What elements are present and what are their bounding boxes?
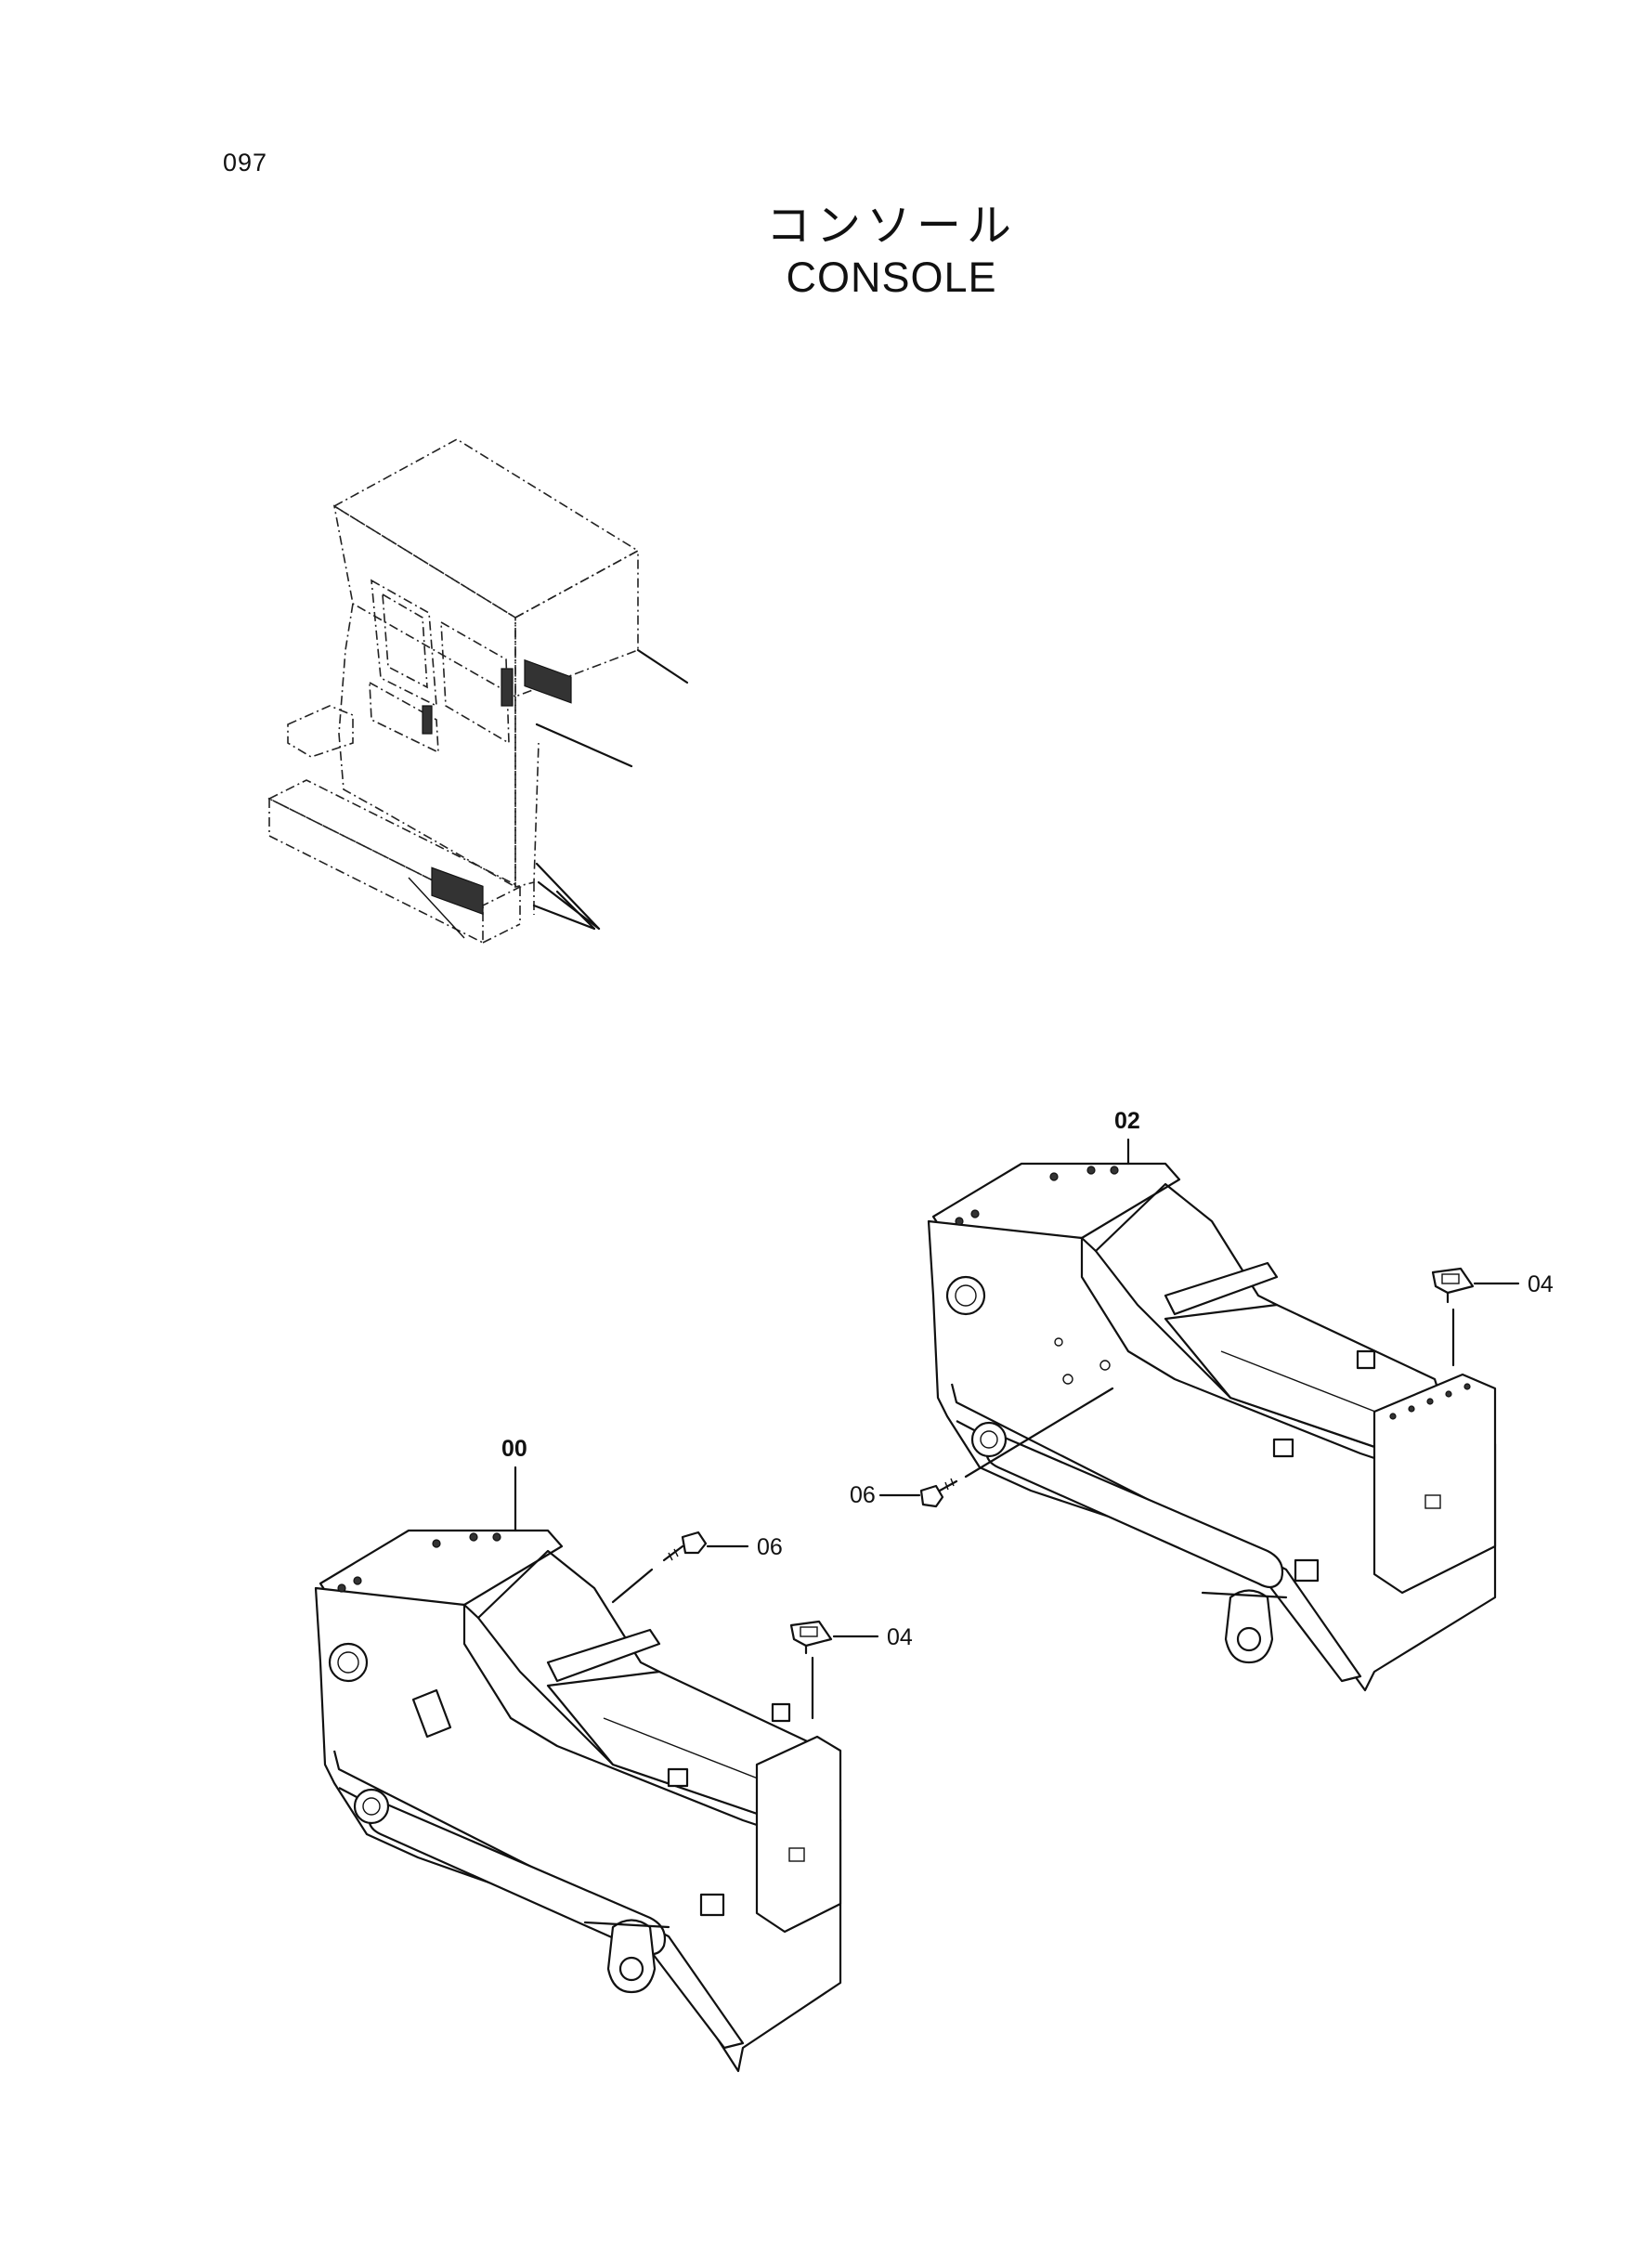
callout-console-left: 00 — [501, 1436, 527, 1462]
console-assembly-right — [927, 1162, 1497, 1692]
bolt-icon — [919, 1478, 958, 1508]
callouts-left: 00 06 04 — [501, 1436, 913, 1720]
console-assembly-left — [314, 1529, 842, 2073]
callout-cap-right: 04 — [1528, 1271, 1554, 1297]
page-title-japanese: コンソール — [765, 200, 1017, 252]
cab-overview-illustration — [267, 438, 689, 945]
cap-icon — [789, 1620, 833, 1655]
callout-console-right: 02 — [1114, 1108, 1140, 1134]
page-title: コンソール CONSOLE — [724, 200, 1059, 302]
page-number: 097 — [223, 149, 268, 176]
cap-icon — [1431, 1267, 1475, 1304]
callout-bolt-left: 06 — [757, 1534, 783, 1560]
callout-bolt-right: 06 — [850, 1482, 876, 1508]
callouts-right: 02 06 04 — [850, 1108, 1554, 1508]
page-title-english: CONSOLE — [786, 253, 997, 301]
callout-cap-left: 04 — [887, 1624, 913, 1650]
bolt-icon — [662, 1531, 708, 1562]
